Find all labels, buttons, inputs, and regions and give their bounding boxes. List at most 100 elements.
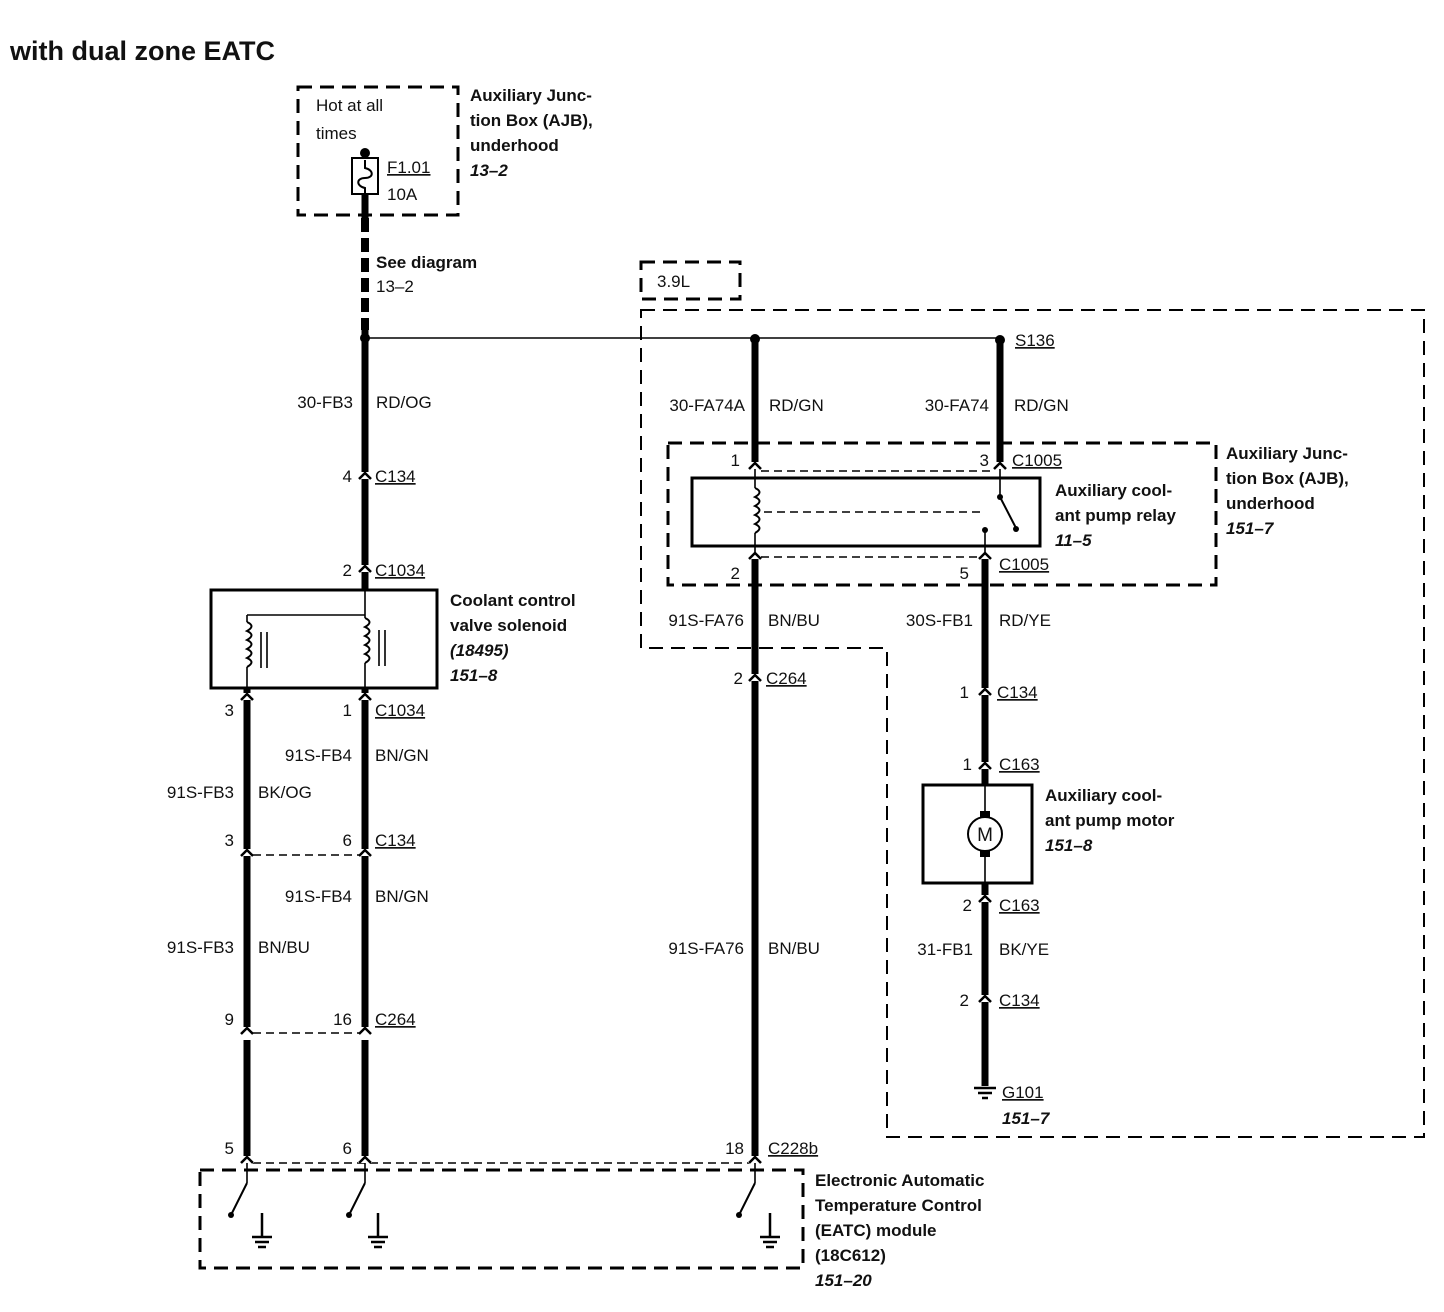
- solenoid-label-2: valve solenoid: [450, 616, 567, 635]
- circuit-color: RD/GN: [1014, 396, 1069, 415]
- circuit-id: 91S-FA76: [668, 939, 744, 958]
- connector-c1034-lower: 3 1 C1034: [225, 692, 425, 720]
- ground-ref: 151–7: [1002, 1109, 1051, 1128]
- connector-gap: [240, 1156, 254, 1163]
- motor-brush-icon: [980, 811, 990, 817]
- connector-name: C1034: [375, 701, 425, 720]
- connector-c163-lower: 2 C163: [963, 894, 1040, 915]
- connector-gap: [978, 895, 992, 902]
- eatc-label-1: Electronic Automatic: [815, 1171, 984, 1190]
- see-diagram-ref: 13–2: [376, 277, 414, 296]
- connector-chevron-icon: [993, 461, 1007, 470]
- connector-name: C163: [999, 896, 1040, 915]
- pin-number: 9: [225, 1010, 234, 1029]
- ajb-fuse-box-outline: [296, 85, 460, 217]
- eatc-label-3: (EATC) module: [815, 1221, 937, 1240]
- ground-icon: [974, 1086, 996, 1100]
- splice-name: S136: [1015, 331, 1055, 350]
- eatc-module-outline: [198, 1168, 805, 1270]
- connector-gap: [240, 693, 254, 700]
- connector-chevron-icon: [978, 551, 992, 560]
- circuit-id: 30-FB3: [297, 393, 353, 412]
- relay-label-2: ant pump relay: [1055, 506, 1176, 525]
- pin-number: 2: [963, 896, 972, 915]
- circuit-color: BN/GN: [375, 746, 429, 765]
- eatc-switch-contact: [346, 1212, 352, 1218]
- circuit-id: 91S-FA76: [668, 611, 744, 630]
- connector-chevron-icon: [358, 692, 372, 701]
- relay-ajb-outline: [666, 441, 1218, 587]
- connector-c228b: 5 6 18 C228b: [225, 1139, 818, 1164]
- connector-name: C1005: [999, 555, 1049, 574]
- connector-c1005-upper: 1 3 C1005: [731, 451, 1062, 472]
- connector-gap: [978, 688, 992, 695]
- relay-internal-wiring: [754, 466, 1001, 553]
- coolant-control-valve-solenoid: Coolant control valve solenoid (18495) 1…: [209, 588, 576, 690]
- relay-ajb-label-1: Auxiliary Junc-: [1226, 444, 1348, 463]
- motor-label-1: Auxiliary cool-: [1045, 786, 1162, 805]
- motor-symbol: M: [977, 825, 993, 846]
- pin-number: 18: [725, 1139, 744, 1158]
- connector-gap: [748, 552, 762, 559]
- engine-option-tag: 3.9L: [657, 272, 690, 291]
- motor-icon: [967, 816, 1003, 852]
- motor-ref: 151–8: [1045, 836, 1093, 855]
- ground-icon: [252, 1213, 272, 1249]
- relay-ajb-label-3: underhood: [1226, 494, 1315, 513]
- connector-gap: [358, 1156, 372, 1163]
- eatc-part-number: (18C612): [815, 1246, 886, 1265]
- connector-chevron-icon: [240, 1155, 254, 1164]
- connector-gap: [358, 1027, 372, 1034]
- solenoid-coil-icon: [244, 621, 253, 668]
- pin-number: 2: [960, 991, 969, 1010]
- eatc-switch-contact: [736, 1212, 742, 1218]
- solenoid-core-icon: [260, 630, 386, 668]
- connector-chevron-icon: [978, 761, 992, 770]
- connector-gap: [358, 693, 372, 700]
- eatc-module: Electronic Automatic Temperature Control…: [198, 1162, 984, 1290]
- relay-outline: [690, 476, 1042, 548]
- connector-name: C228b: [768, 1139, 818, 1158]
- fuse-id: F1.01: [387, 158, 430, 177]
- engine-option-outline: [640, 309, 1425, 1138]
- connector-chevron-icon: [748, 461, 762, 470]
- solenoid-internal-wiring: [246, 590, 366, 688]
- motor-brush-icon: [980, 851, 990, 857]
- connector-chevron-icon: [358, 848, 372, 857]
- pin-number: 3: [225, 701, 234, 720]
- connector-chevron-icon: [978, 994, 992, 1003]
- connector-name: C1005: [1012, 451, 1062, 470]
- connector-gap: [240, 849, 254, 856]
- connector-chevron-icon: [358, 564, 372, 573]
- relay-ajb-ref: 151–7: [1226, 519, 1275, 538]
- connector-chevron-icon: [358, 1155, 372, 1164]
- relay-switch-blade: [999, 496, 1017, 529]
- pin-number: 6: [343, 831, 352, 850]
- ajb-fuse-box-label-1: Auxiliary Junc-: [470, 86, 592, 105]
- connector-gap: [748, 674, 762, 681]
- connector-c134-upper: 4 C134: [343, 467, 416, 486]
- eatc-switch-contact: [228, 1212, 234, 1218]
- connector-c264-right: 2 C264: [734, 669, 807, 688]
- motor-label-2: ant pump motor: [1045, 811, 1175, 830]
- connector-c134-right-upper: 1 C134: [960, 683, 1038, 702]
- connector-gap: [748, 462, 762, 469]
- circuit-color: RD/YE: [999, 611, 1051, 630]
- circuit-color: BN/BU: [768, 939, 820, 958]
- diagram-title: with dual zone EATC: [9, 36, 275, 66]
- ajb-fuse-box-label-3: underhood: [470, 136, 559, 155]
- connector-chevron-icon: [240, 848, 254, 857]
- ground-g101: G101 151–7: [974, 1083, 1051, 1128]
- circuit-id: 30S-FB1: [906, 611, 973, 630]
- pin-number: 3: [980, 451, 989, 470]
- pin-number: 2: [731, 564, 740, 583]
- relay-ajb-label-2: tion Box (AJB),: [1226, 469, 1349, 488]
- aux-coolant-pump-motor: M Auxiliary cool- ant pump motor 151–8: [921, 783, 1175, 885]
- engine-option-tag-box: [639, 260, 742, 301]
- see-diagram-label: See diagram: [376, 253, 477, 272]
- pin-number: 5: [960, 564, 969, 583]
- ground-name: G101: [1002, 1083, 1044, 1102]
- relay-ref: 11–5: [1055, 531, 1092, 550]
- relay-label-1: Auxiliary cool-: [1055, 481, 1172, 500]
- connector-gap: [978, 552, 992, 559]
